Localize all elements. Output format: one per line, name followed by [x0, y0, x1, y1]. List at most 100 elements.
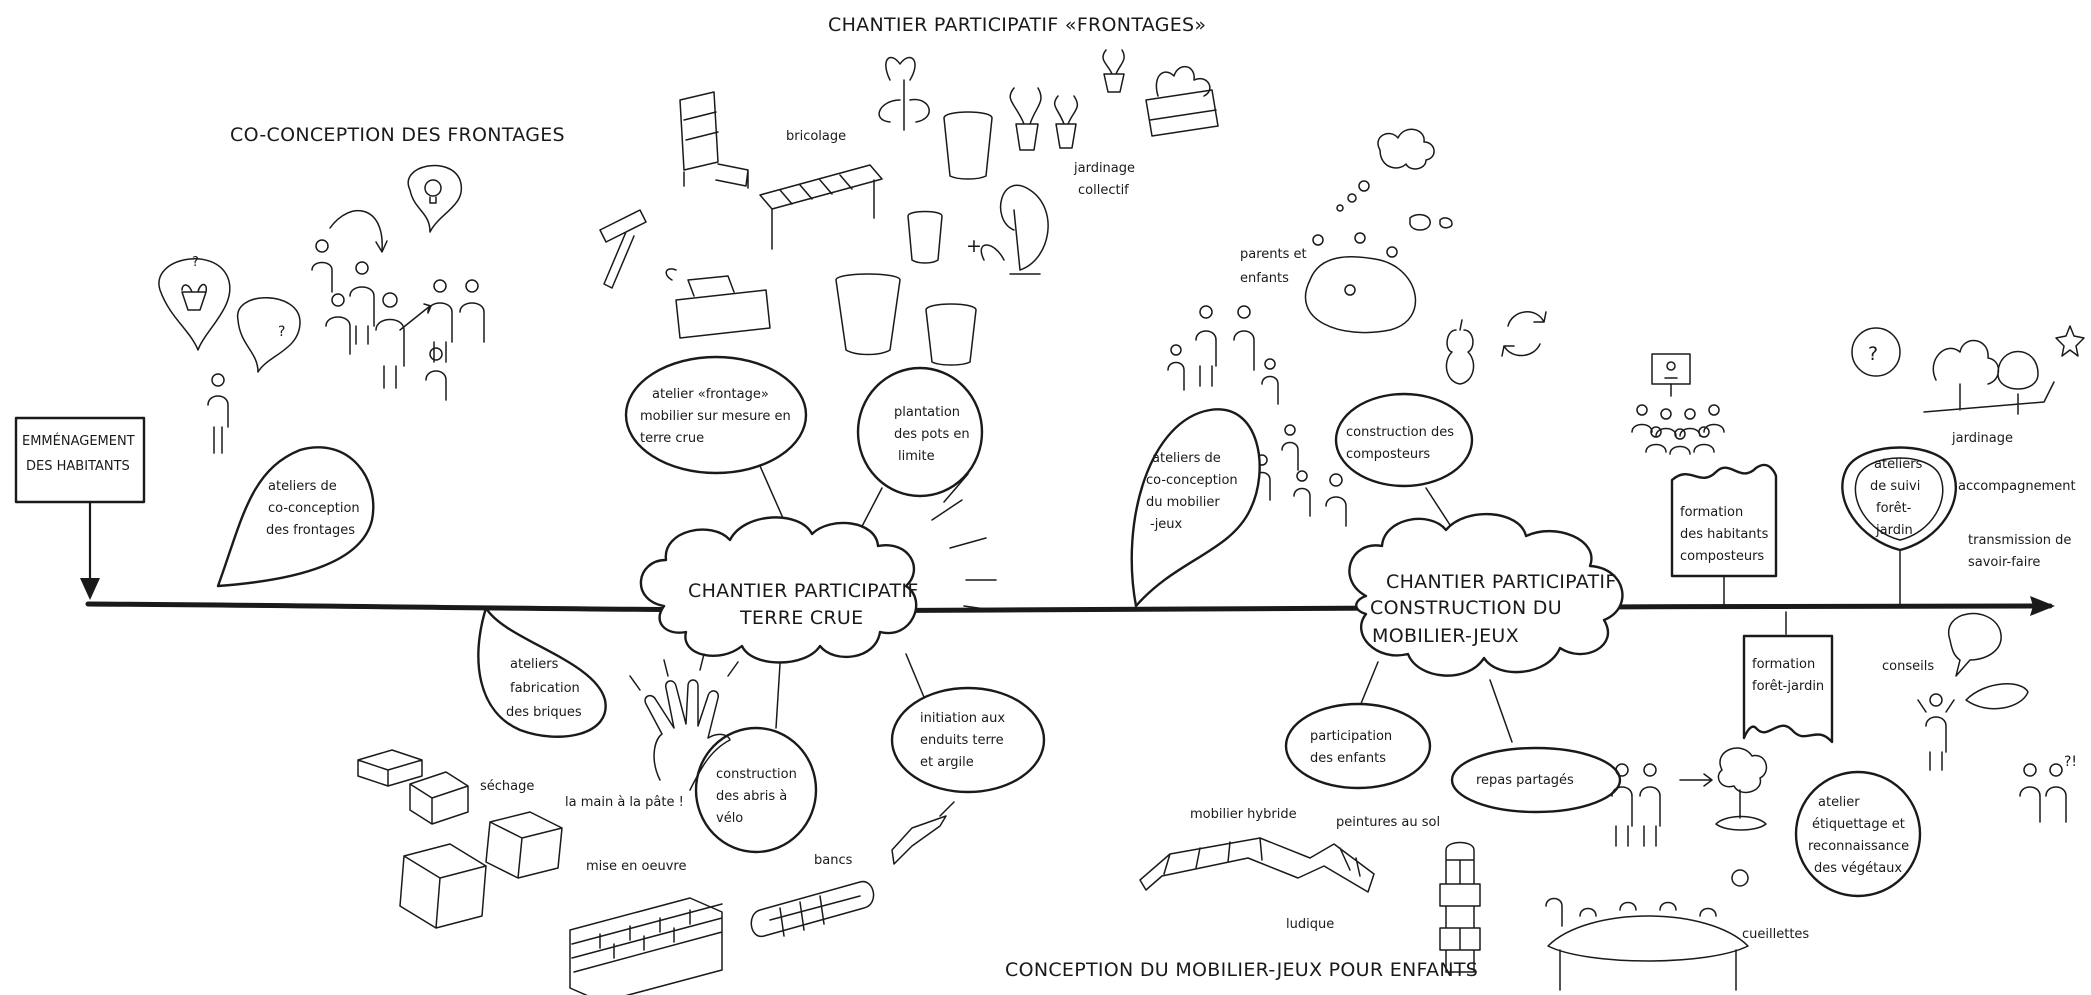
- svg-text:?!: ?!: [2064, 754, 2077, 770]
- right-sketches: ? jardinage accompagnement transmission …: [1545, 325, 2085, 991]
- flower-pot-icon: [1009, 87, 1042, 151]
- down-arrow-icon: [80, 578, 100, 600]
- bubble-text: des abris à: [716, 789, 787, 804]
- sparkle-lines: [931, 473, 997, 611]
- thought-dot: [1358, 180, 1370, 192]
- banner-formation-composteurs: formation des habitants composteurs: [1670, 463, 1778, 605]
- svg-text:?: ?: [1868, 343, 1878, 365]
- bubble-text: plantation: [894, 405, 960, 420]
- thought-cloud-icon: [1377, 128, 1435, 170]
- hammer-icon: [599, 209, 647, 289]
- bubble-text: des végétaux: [1814, 861, 1902, 876]
- cloud-mobilier-jeux: CHANTIER PARTICIPATIF CONSTRUCTION DU MO…: [1348, 512, 1624, 743]
- annotation-savoir-faire: savoir-faire: [1968, 555, 2040, 570]
- terre-crue-sketches: la main à la pâte ! séchage mise en oeuv…: [357, 653, 955, 995]
- bubble-ateliers-fabrication: ateliers fabrication des briques: [477, 606, 607, 738]
- svg-text:+: +: [966, 235, 982, 257]
- annotation-bricolage: bricolage: [786, 129, 846, 144]
- lightbulb-icon: [424, 179, 442, 204]
- annotation-peintures-sol: peintures au sol: [1336, 815, 1440, 830]
- hopscotch-icon: [1439, 841, 1481, 973]
- bubble-text: formation: [1752, 657, 1815, 672]
- people-tree-icon: [1611, 747, 1768, 887]
- bubble-text: initiation aux: [920, 711, 1005, 726]
- title-conception-mobilier: CONCEPTION DU MOBILIER-JEUX POUR ENFANTS: [1005, 959, 1478, 981]
- bubble-text: forêt-: [1876, 501, 1912, 516]
- co-conception-sketch: ? ?: [158, 164, 485, 454]
- hand-icon: [644, 679, 731, 791]
- question-icon: ?: [192, 255, 199, 270]
- brick-icon: [409, 771, 469, 825]
- annotation-transmission: transmission de: [1968, 533, 2071, 548]
- bubble-text: repas partagés: [1476, 773, 1574, 788]
- flower-pot-icon: [1053, 95, 1079, 149]
- presentation-board-icon: [1651, 353, 1691, 397]
- leafy-plant-icon: [980, 184, 1049, 275]
- bubble-construction-composteurs: construction des composteurs: [1334, 392, 1474, 529]
- bubble-text: des frontages: [266, 523, 355, 538]
- annotation-conseils: conseils: [1882, 659, 1934, 674]
- bubble-text: des pots en: [894, 427, 970, 442]
- plant-bubble-icon: [1947, 612, 2002, 677]
- bubble-text: limite: [898, 449, 935, 464]
- timeline-arrowhead-icon: [2030, 596, 2055, 616]
- bubble-text: des enfants: [1310, 751, 1386, 766]
- annotation-mise-oeuvre: mise en oeuvre: [586, 859, 687, 874]
- flower-pot-icon: [181, 283, 208, 311]
- chair-icon: [679, 91, 749, 189]
- annotation-collectif: collectif: [1078, 183, 1129, 198]
- brick-wall-icon: [569, 897, 723, 995]
- cloud-title-line1: CHANTIER PARTICIPATIF: [1386, 571, 1617, 593]
- speech-bubble-sun: [237, 297, 301, 373]
- cloud-title-line2: CONSTRUCTION DU: [1370, 597, 1562, 619]
- speech-bubble-plants: [158, 258, 231, 351]
- bubble-text: ateliers: [1874, 457, 1923, 472]
- people-group-icon: [207, 239, 485, 454]
- bubble-ateliers-co-conception: ateliers de co-conception des frontages: [216, 446, 375, 588]
- bubble-text: atelier: [1818, 795, 1860, 810]
- bubble-text: vélo: [716, 811, 743, 826]
- bubble-text: construction: [716, 767, 797, 782]
- toolbox-icon: [665, 268, 771, 339]
- speech-bubble-idea: [407, 164, 463, 233]
- flower-pot-icon: [907, 210, 943, 264]
- bubble-text: formation: [1680, 505, 1743, 520]
- brick-icon: [357, 749, 423, 787]
- bubble-ateliers-mobilier: ateliers de co-conception du mobilier -j…: [1130, 408, 1261, 608]
- tree-icon: [1923, 339, 2055, 415]
- bench-icon: [759, 164, 883, 250]
- bubble-text: des briques: [506, 705, 582, 720]
- flower-pot-icon: [835, 273, 901, 356]
- bubble-text: terre crue: [640, 431, 704, 446]
- bubble-text: ateliers de: [268, 479, 337, 494]
- bubble-text: jardin: [1875, 523, 1913, 538]
- annotation-jardinage: jardinage: [1951, 431, 2013, 446]
- planter-box-icon: [1145, 66, 1219, 137]
- cloud-terre-crue: CHANTIER PARTICIPATIF TERRE CRUE: [639, 516, 927, 729]
- market-table-icon: [1545, 897, 1749, 991]
- annotation-parents: parents et: [1240, 247, 1307, 262]
- title-chantier-frontages: CHANTIER PARTICIPATIF «FRONTAGES»: [828, 14, 1206, 36]
- cloud-title-line2: TERRE CRUE: [739, 607, 863, 629]
- person-icon: [1917, 693, 1955, 771]
- bubble-construction-abris: construction des abris à vélo: [694, 726, 818, 854]
- people-pair-icon: ?!: [2019, 754, 2077, 823]
- bubble-atelier-etiquettage: atelier étiquettage et reconnaissance de…: [1794, 770, 1922, 898]
- bubble-text: ateliers de: [1152, 451, 1221, 466]
- bubble-text: composteurs: [1680, 549, 1764, 564]
- brick-icon: [485, 811, 563, 879]
- title-co-conception: CO-CONCEPTION DES FRONTAGES: [230, 124, 565, 146]
- play-structure-icon: [1139, 837, 1375, 893]
- audience-icon: [1631, 404, 1725, 455]
- trowel-icon: [891, 801, 955, 865]
- apple-core-icon: [1445, 319, 1475, 385]
- banner-formation-foret: formation forêt-jardin: [1742, 611, 1834, 744]
- people-circle-icon: [1304, 232, 1417, 334]
- start-sign-line1: EMMÉNAGEMENT: [22, 433, 135, 449]
- bubble-text: et argile: [920, 755, 974, 770]
- flower-pot-icon: [943, 111, 993, 180]
- annotation-bancs: bancs: [814, 853, 853, 868]
- annotation-enfants: enfants: [1240, 271, 1289, 286]
- bench-icon: [750, 881, 875, 937]
